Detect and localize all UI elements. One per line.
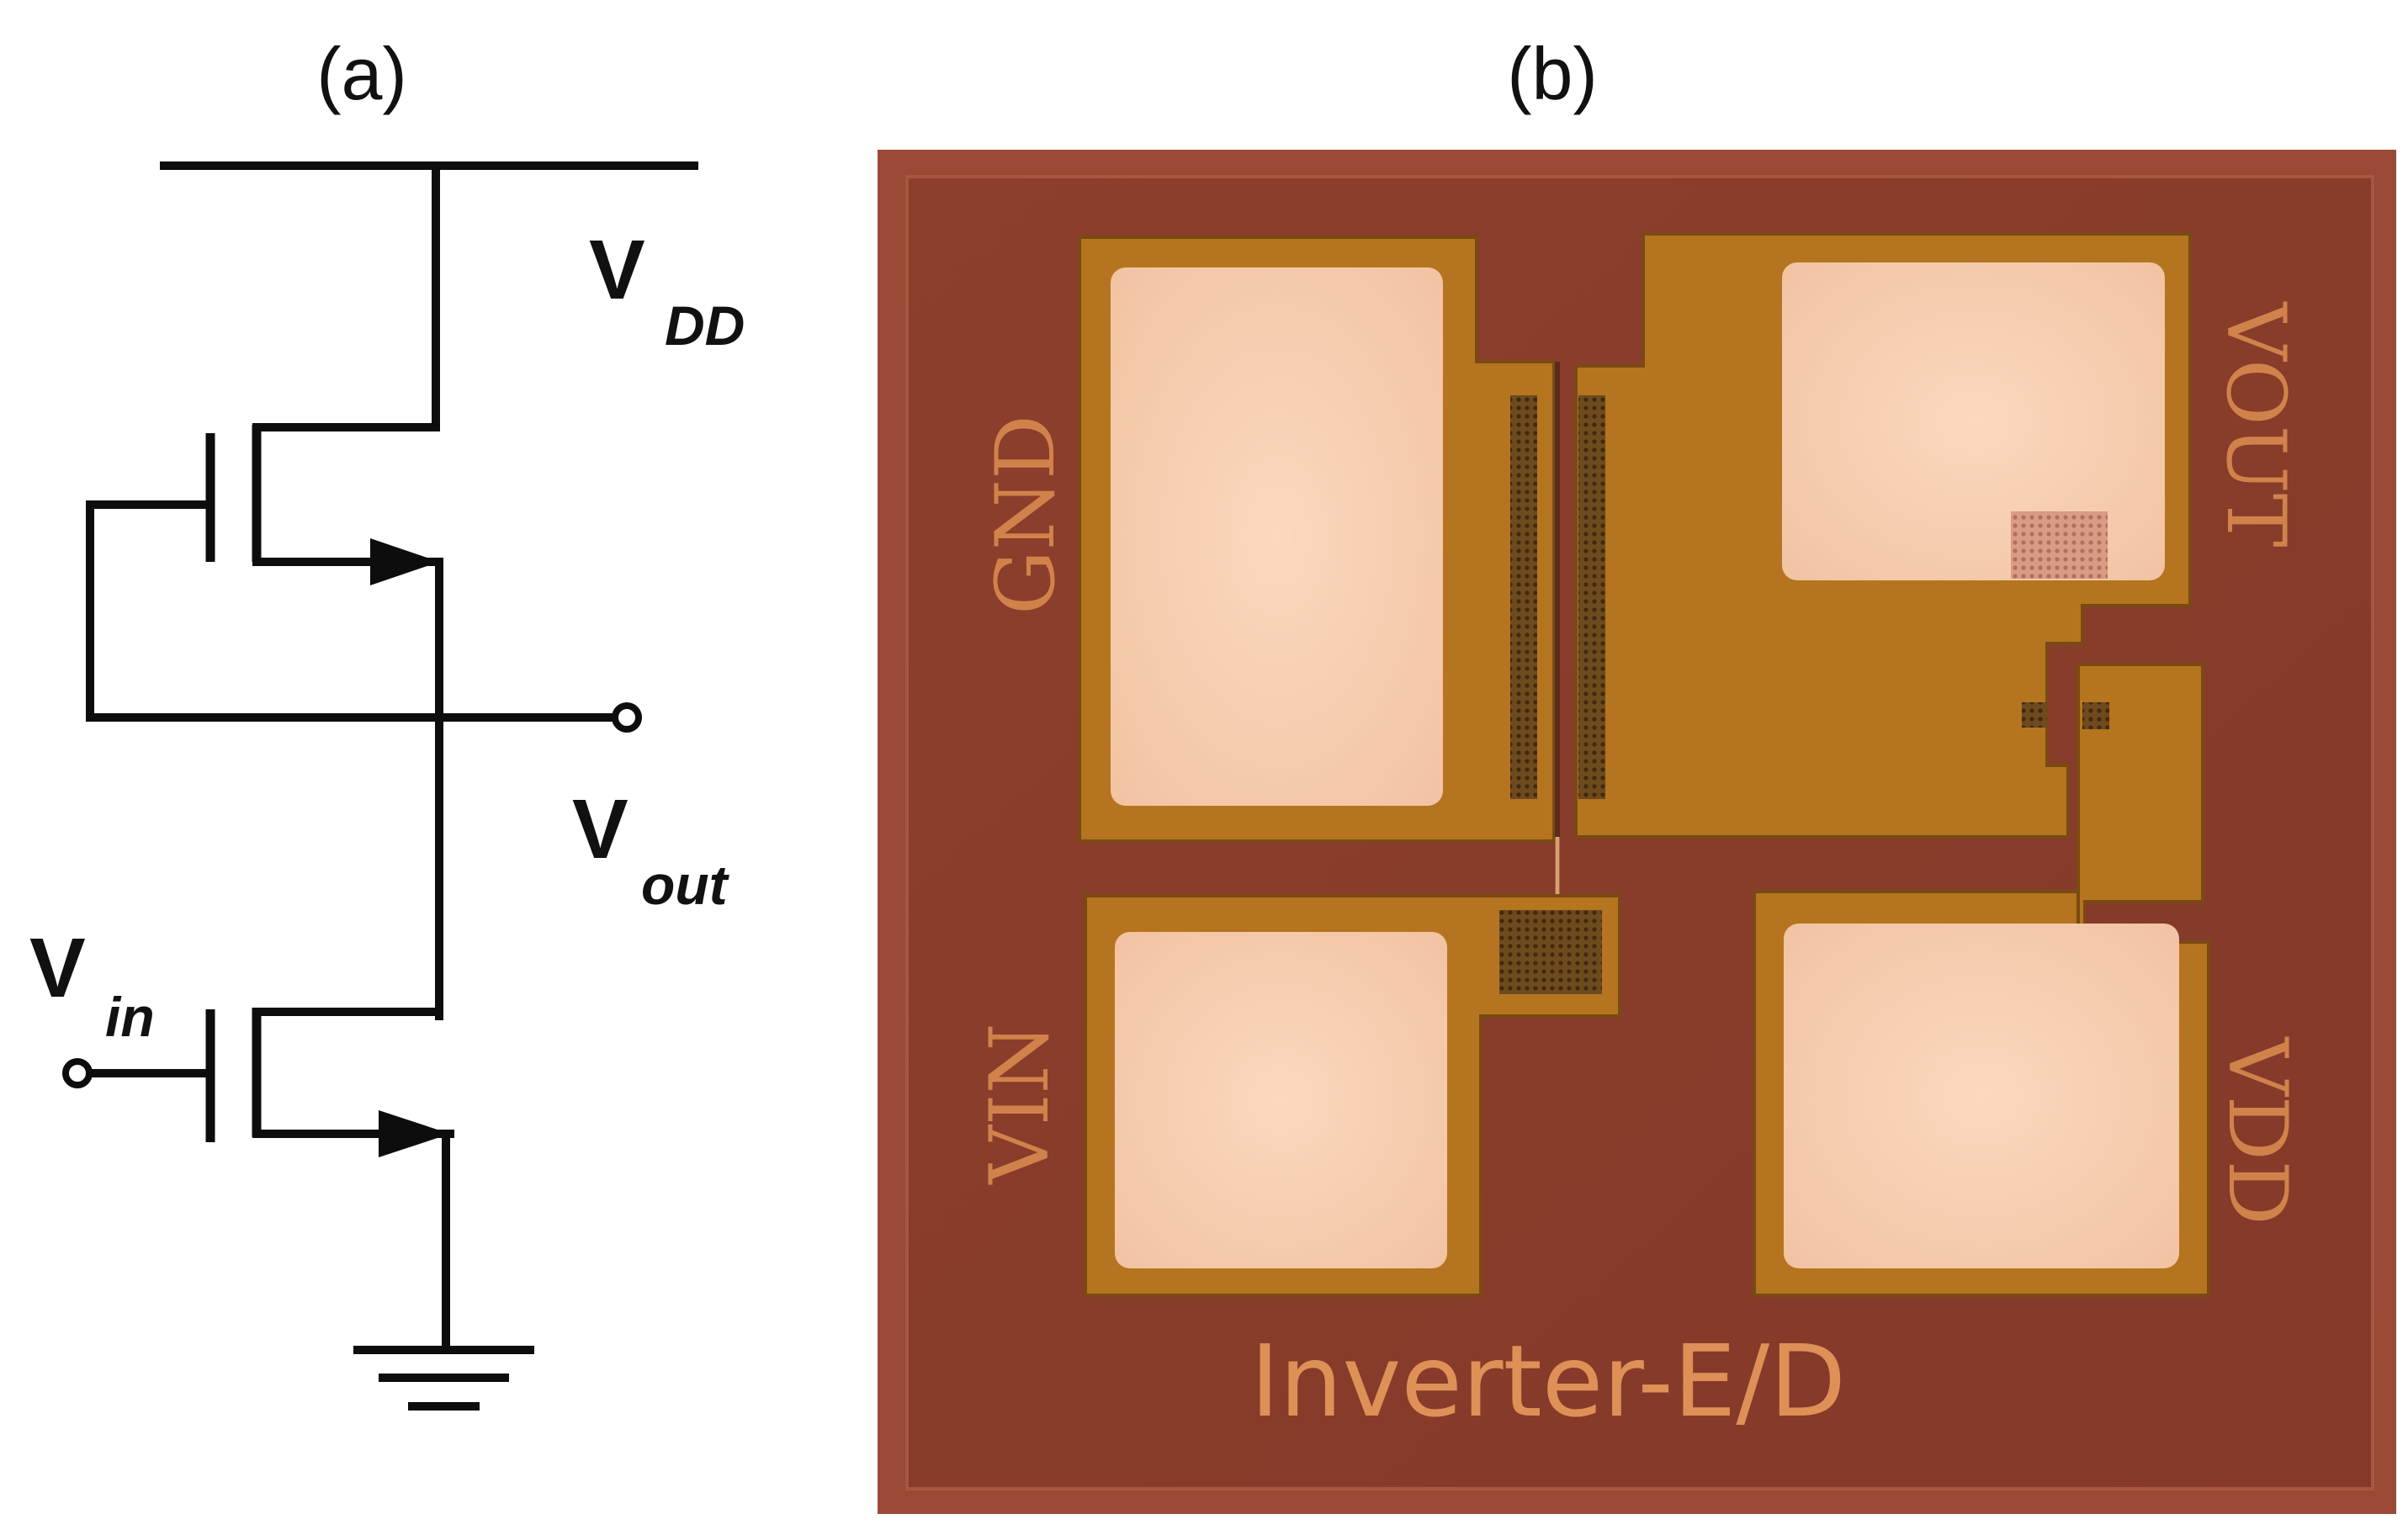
- vin-node-label: V in: [29, 921, 155, 1048]
- panel-a-label: (a): [316, 32, 407, 115]
- vin-label-sub: in: [105, 986, 155, 1048]
- vout-pad-metal: [1782, 262, 2165, 580]
- panel-a-schematic: (a): [29, 32, 745, 1411]
- vin-pad-label: VIN: [973, 1023, 1067, 1184]
- vout-finger-array: [1578, 395, 1605, 799]
- nmos-transistor-icon: [205, 423, 443, 585]
- vout-pad-label: VOUT: [2209, 301, 2303, 547]
- vdd-node-label: V DD: [589, 223, 745, 357]
- vin-pad-metal: [1115, 932, 1447, 1268]
- vdd-label-sub: DD: [665, 294, 745, 357]
- open-terminal-icon: [62, 1058, 93, 1088]
- vdd-label-main: V: [589, 223, 645, 317]
- vin-label-main: V: [29, 921, 86, 1015]
- ground-icon: [353, 1346, 534, 1411]
- vout-pad: [1574, 232, 2192, 839]
- vout-label-sub: out: [641, 854, 730, 916]
- driver-source-arrow: [379, 1110, 450, 1157]
- vdd-pad-label: VDD: [2210, 1036, 2305, 1225]
- vdd-pad-metal: [1784, 924, 2179, 1268]
- vout-via-array: [2011, 511, 2108, 579]
- panel-b-label: (b): [1507, 32, 1598, 115]
- vdd-pad: [1753, 890, 2210, 1297]
- vin-gate-array: [1499, 910, 1602, 994]
- vout-contact-left: [2022, 702, 2047, 728]
- gnd-pad-label: GND: [979, 415, 1073, 615]
- open-terminal-icon: [612, 702, 642, 733]
- vin-pad: [1084, 894, 1621, 1297]
- vout-label-main: V: [572, 782, 629, 876]
- panel-b-micrograph: (b): [878, 32, 2396, 1514]
- nmos-transistor-icon: [205, 1008, 454, 1157]
- chip-title: Inverter-E/D: [1250, 1323, 1846, 1439]
- vout-node-label: V out: [572, 782, 730, 916]
- gnd-finger-array: [1510, 395, 1537, 799]
- vdd-contact-right: [2082, 702, 2109, 729]
- gnd-pad-metal: [1111, 267, 1443, 806]
- gnd-pad: [1078, 236, 1556, 843]
- load-source-arrow: [370, 538, 439, 585]
